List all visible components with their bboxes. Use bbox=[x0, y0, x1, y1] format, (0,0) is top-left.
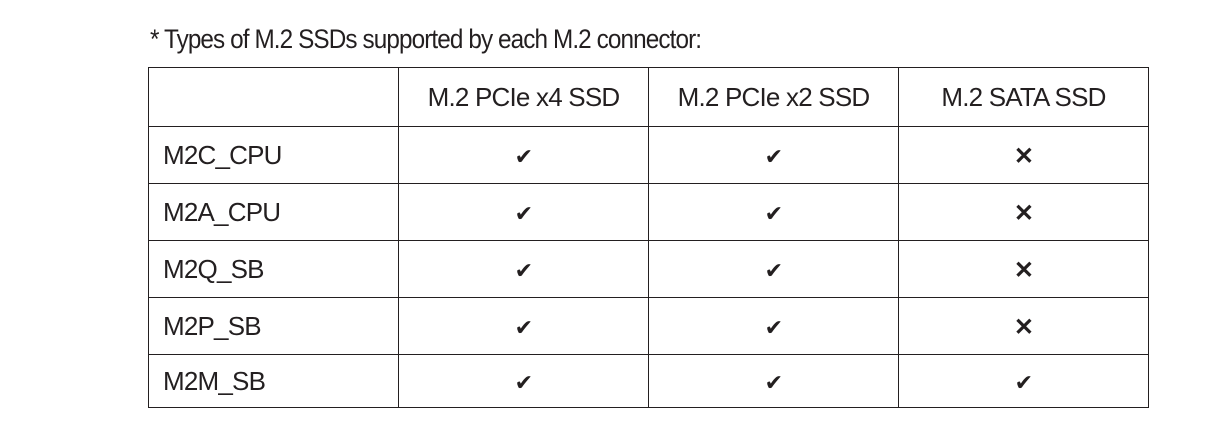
cross-icon: ✕ bbox=[1013, 256, 1034, 284]
table-row: M2A_CPU ✔ ✔ ✕ bbox=[148, 183, 1149, 241]
support-cell: ✔ bbox=[898, 354, 1149, 408]
support-cell: ✔ bbox=[648, 126, 899, 184]
table-row: M2M_SB ✔ ✔ ✔ bbox=[148, 354, 1149, 408]
connector-name: M2P_SB bbox=[148, 297, 399, 355]
table-row: M2Q_SB ✔ ✔ ✕ bbox=[148, 240, 1149, 298]
header-sata: M.2 SATA SSD bbox=[898, 67, 1149, 127]
support-cell: ✔ bbox=[648, 297, 899, 355]
header-pcie-x2: M.2 PCIe x2 SSD bbox=[648, 67, 899, 127]
support-cell: ✕ bbox=[898, 297, 1149, 355]
support-cell: ✔ bbox=[398, 183, 649, 241]
check-icon: ✔ bbox=[764, 200, 783, 226]
check-icon: ✔ bbox=[764, 143, 783, 169]
support-cell: ✔ bbox=[398, 126, 649, 184]
connector-name: M2A_CPU bbox=[148, 183, 399, 241]
header-corner bbox=[148, 67, 399, 127]
header-pcie-x4: M.2 PCIe x4 SSD bbox=[398, 67, 649, 127]
support-cell: ✔ bbox=[648, 240, 899, 298]
support-cell: ✔ bbox=[648, 354, 899, 408]
connector-name: M2Q_SB bbox=[148, 240, 399, 298]
check-icon: ✔ bbox=[514, 143, 533, 169]
support-cell: ✔ bbox=[398, 354, 649, 408]
table-row: M2P_SB ✔ ✔ ✕ bbox=[148, 297, 1149, 355]
check-icon: ✔ bbox=[1014, 369, 1033, 395]
cross-icon: ✕ bbox=[1013, 142, 1034, 170]
check-icon: ✔ bbox=[514, 314, 533, 340]
ssd-support-table: M.2 PCIe x4 SSD M.2 PCIe x2 SSD M.2 SATA… bbox=[148, 67, 1149, 408]
table-caption: * Types of M.2 SSDs supported by each M.… bbox=[150, 24, 702, 54]
connector-name: M2C_CPU bbox=[148, 126, 399, 184]
check-icon: ✔ bbox=[764, 369, 783, 395]
check-icon: ✔ bbox=[764, 314, 783, 340]
support-cell: ✕ bbox=[898, 240, 1149, 298]
table-header-row: M.2 PCIe x4 SSD M.2 PCIe x2 SSD M.2 SATA… bbox=[148, 67, 1149, 127]
connector-name: M2M_SB bbox=[148, 354, 399, 408]
check-icon: ✔ bbox=[764, 257, 783, 283]
cross-icon: ✕ bbox=[1013, 313, 1034, 341]
check-icon: ✔ bbox=[514, 257, 533, 283]
support-cell: ✔ bbox=[398, 297, 649, 355]
support-cell: ✔ bbox=[648, 183, 899, 241]
check-icon: ✔ bbox=[514, 200, 533, 226]
support-cell: ✕ bbox=[898, 126, 1149, 184]
support-cell: ✕ bbox=[898, 183, 1149, 241]
table-row: M2C_CPU ✔ ✔ ✕ bbox=[148, 126, 1149, 184]
cross-icon: ✕ bbox=[1013, 199, 1034, 227]
check-icon: ✔ bbox=[514, 369, 533, 395]
support-cell: ✔ bbox=[398, 240, 649, 298]
